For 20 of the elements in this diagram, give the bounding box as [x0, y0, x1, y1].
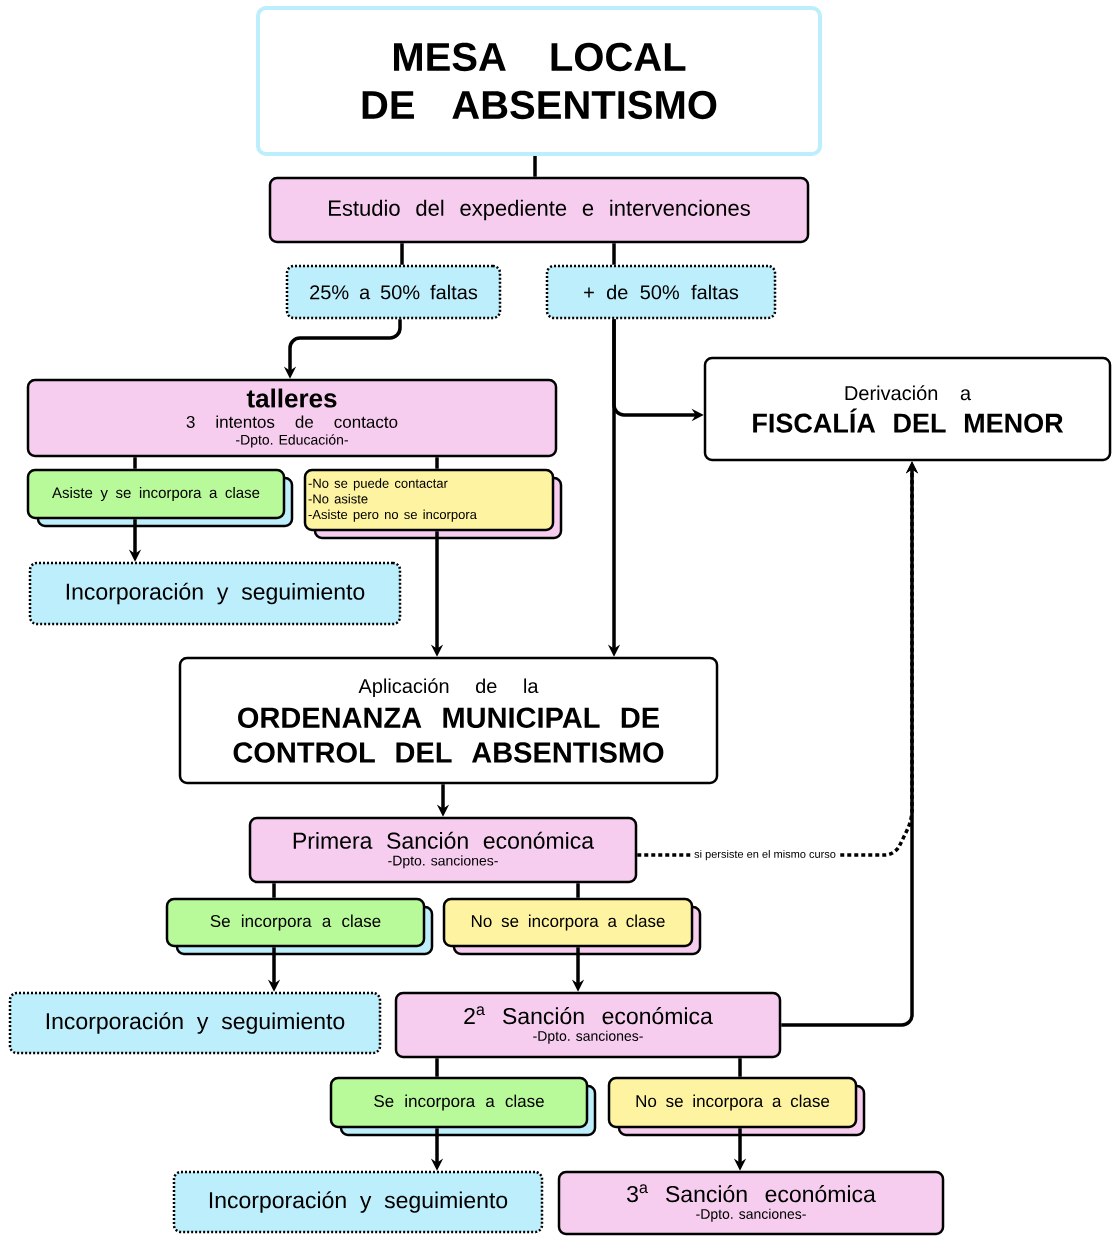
outcome-box: -No se puede contactar -No asiste -Asiste pero no se incorpora	[303, 468, 563, 540]
result-box: Incorporación y seguimiento	[172, 1170, 544, 1234]
result-box: Incorporación y seguimiento	[28, 561, 402, 626]
process-box: Primera Sanción económica -Dpto. sanciones-	[248, 816, 638, 884]
process-box: Aplicación de la ORDENANZA MUNICIPAL DE CONTROL DEL ABSENTISMO	[178, 656, 719, 785]
result-box: Incorporación y seguimiento	[8, 991, 382, 1055]
outcome-box: Se incorpora a clase	[165, 897, 434, 956]
condition-box: + de 50% faltas	[545, 264, 777, 320]
outcome-box: No se incorpora a clase	[607, 1076, 866, 1137]
process-box: 3$^{a}$ Sanción económica -Dpto. sanciones-	[557, 1170, 945, 1236]
edge-label: si persiste en el mismo curso	[692, 847, 838, 863]
process-box: Derivación a FISCALÍA DEL MENOR	[703, 356, 1112, 462]
process-box: talleres 3 intentos de contacto -Dpto. Educación-	[26, 378, 558, 458]
outcome-box: No se incorpora a clase	[442, 897, 702, 956]
process-box: Estudio del expediente e intervenciones	[268, 176, 810, 244]
title-box: MESA LOCAL DE ABSENTISMO	[256, 6, 822, 156]
process-box: 2$^{a}$ Sanción económica -Dpto. sanciones-	[394, 991, 782, 1059]
condition-box: 25% a 50% faltas	[285, 264, 502, 320]
outcome-box: Asiste y se incorpora a clase	[26, 468, 294, 528]
outcome-box: Se incorpora a clase	[329, 1076, 597, 1137]
